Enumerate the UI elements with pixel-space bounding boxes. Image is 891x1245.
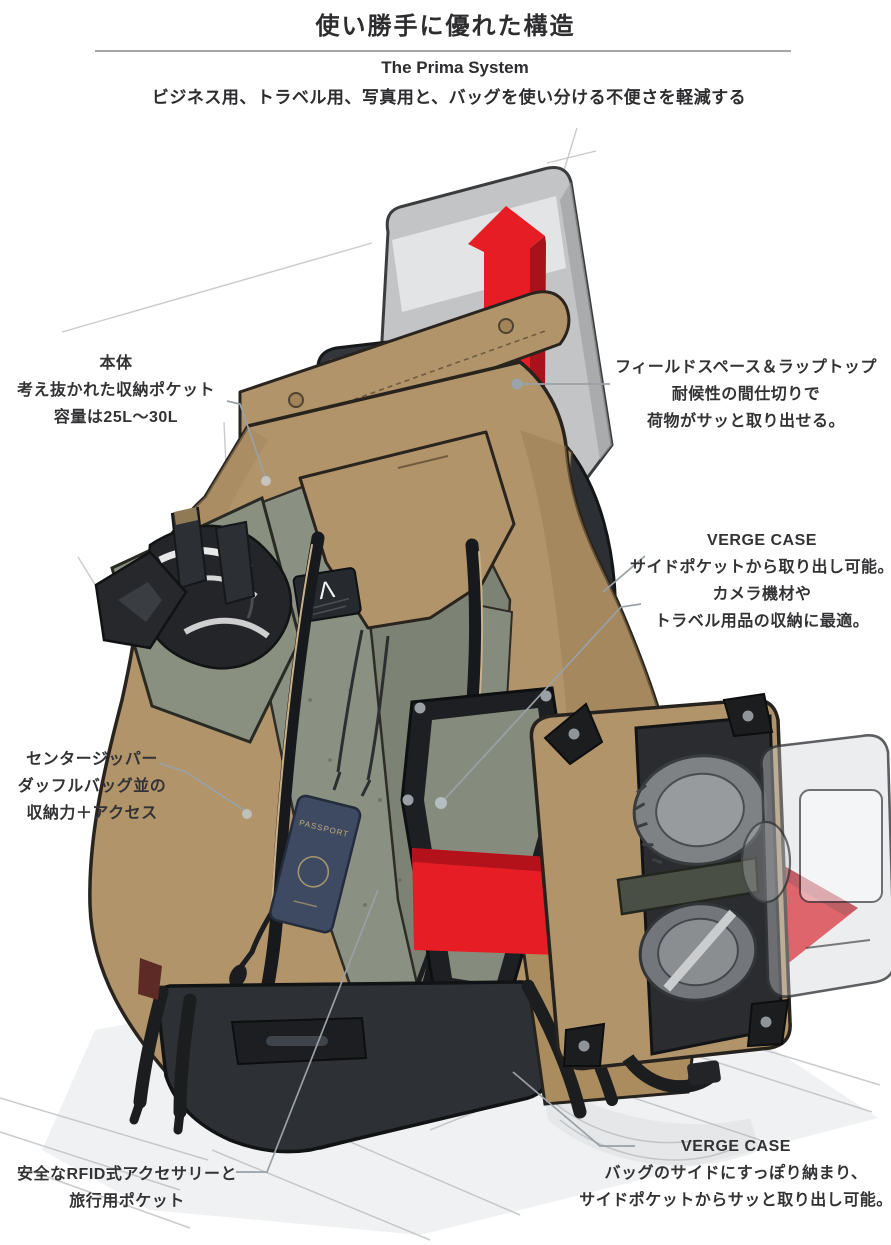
callout-verge-side: VERGE CASE サイドポケットから取り出し可能。 カメラ機材や トラベル用…: [630, 527, 891, 635]
callout-fieldspace-line: フィールドスペース＆ラップトップ: [615, 359, 877, 376]
callout-line-verge-bottom: [512, 1071, 635, 1147]
callout-rfid: 安全なRFID式アクセサリーと 旅行用ポケット: [17, 1161, 237, 1215]
verge-case: [529, 692, 792, 1094]
callout-body: 本体 考え抜かれた収納ポケット 容量は25L〜30L: [17, 350, 215, 431]
brand-logo-glyph: Λ: [316, 576, 336, 605]
callout-line-verge-side-a: [602, 555, 646, 593]
camera-lens-top: [632, 754, 768, 866]
callout-fieldspace-line: 耐候性の間仕切りで: [671, 386, 821, 403]
callout-dots: [242, 378, 523, 819]
callout-dot-center-zipper: [242, 809, 252, 819]
callout-verge-side-line: サイドポケットから取り出し可能。: [629, 559, 891, 576]
callout-fieldspace: フィールドスペース＆ラップトップ 耐候性の間仕切りで 荷物がサッと取り出せる。: [615, 354, 877, 435]
camera-lens-bottom: [638, 902, 758, 1002]
page-title: 使い勝手に優れた構造: [315, 13, 576, 40]
callout-verge-bottom: VERGE CASE バッグのサイドにすっぽり納まり、 サイドポケットからサッと…: [579, 1133, 891, 1214]
left-pocket: [94, 495, 302, 744]
tagline: ビジネス用、トラベル用、写真用と、バッグを使い分ける不便さを軽減する: [151, 88, 747, 107]
callout-line-body: [226, 400, 267, 480]
callout-verge-side-line: カメラ機材や: [712, 586, 812, 603]
callout-center-zipper-line: ダッフルバッグ並の: [17, 778, 167, 795]
callout-fieldspace-line: 荷物がサッと取り出せる。: [646, 413, 846, 430]
callout-line-rfid: [236, 889, 379, 1173]
callout-line-center-zipper: [158, 762, 248, 813]
callout-dot-body: [261, 476, 271, 486]
callout-line-verge-side-b: [442, 603, 642, 802]
callout-verge-side-line: トラベル用品の収納に最適。: [654, 613, 870, 630]
callout-body-line: 容量は25L〜30L: [53, 409, 179, 426]
callout-leaders: [158, 383, 646, 1173]
callout-dot-verge-side: [435, 797, 447, 809]
callout-rfid-line: 旅行用ポケット: [69, 1193, 185, 1210]
callout-rfid-line: 安全なRFID式アクセサリーと: [16, 1166, 238, 1183]
callout-body-line: 本体: [99, 355, 133, 372]
callout-body-line: 考え抜かれた収納ポケット: [16, 382, 216, 399]
callout-verge-bottom-line: VERGE CASE: [681, 1138, 791, 1155]
passport: PASSPORT: [269, 794, 362, 934]
callout-verge-bottom-line: バッグのサイドにすっぽり納まり、: [604, 1165, 868, 1182]
callout-center-zipper-line: 収納力＋アクセス: [26, 805, 158, 822]
subtitle: The Prima System: [381, 58, 529, 77]
drawstrings: [332, 629, 390, 797]
camera-sketch: [740, 734, 891, 998]
callout-verge-side-line: VERGE CASE: [707, 532, 817, 549]
callout-center-zipper-line: センタージッパー: [26, 751, 158, 768]
title-divider: [95, 50, 791, 52]
callout-verge-bottom-line: サイドポケットからサッと取り出し可能。: [579, 1192, 891, 1209]
callout-dot-fieldspace: [511, 378, 523, 390]
callout-center-zipper: センタージッパー ダッフルバッグ並の 収納力＋アクセス: [18, 746, 167, 827]
